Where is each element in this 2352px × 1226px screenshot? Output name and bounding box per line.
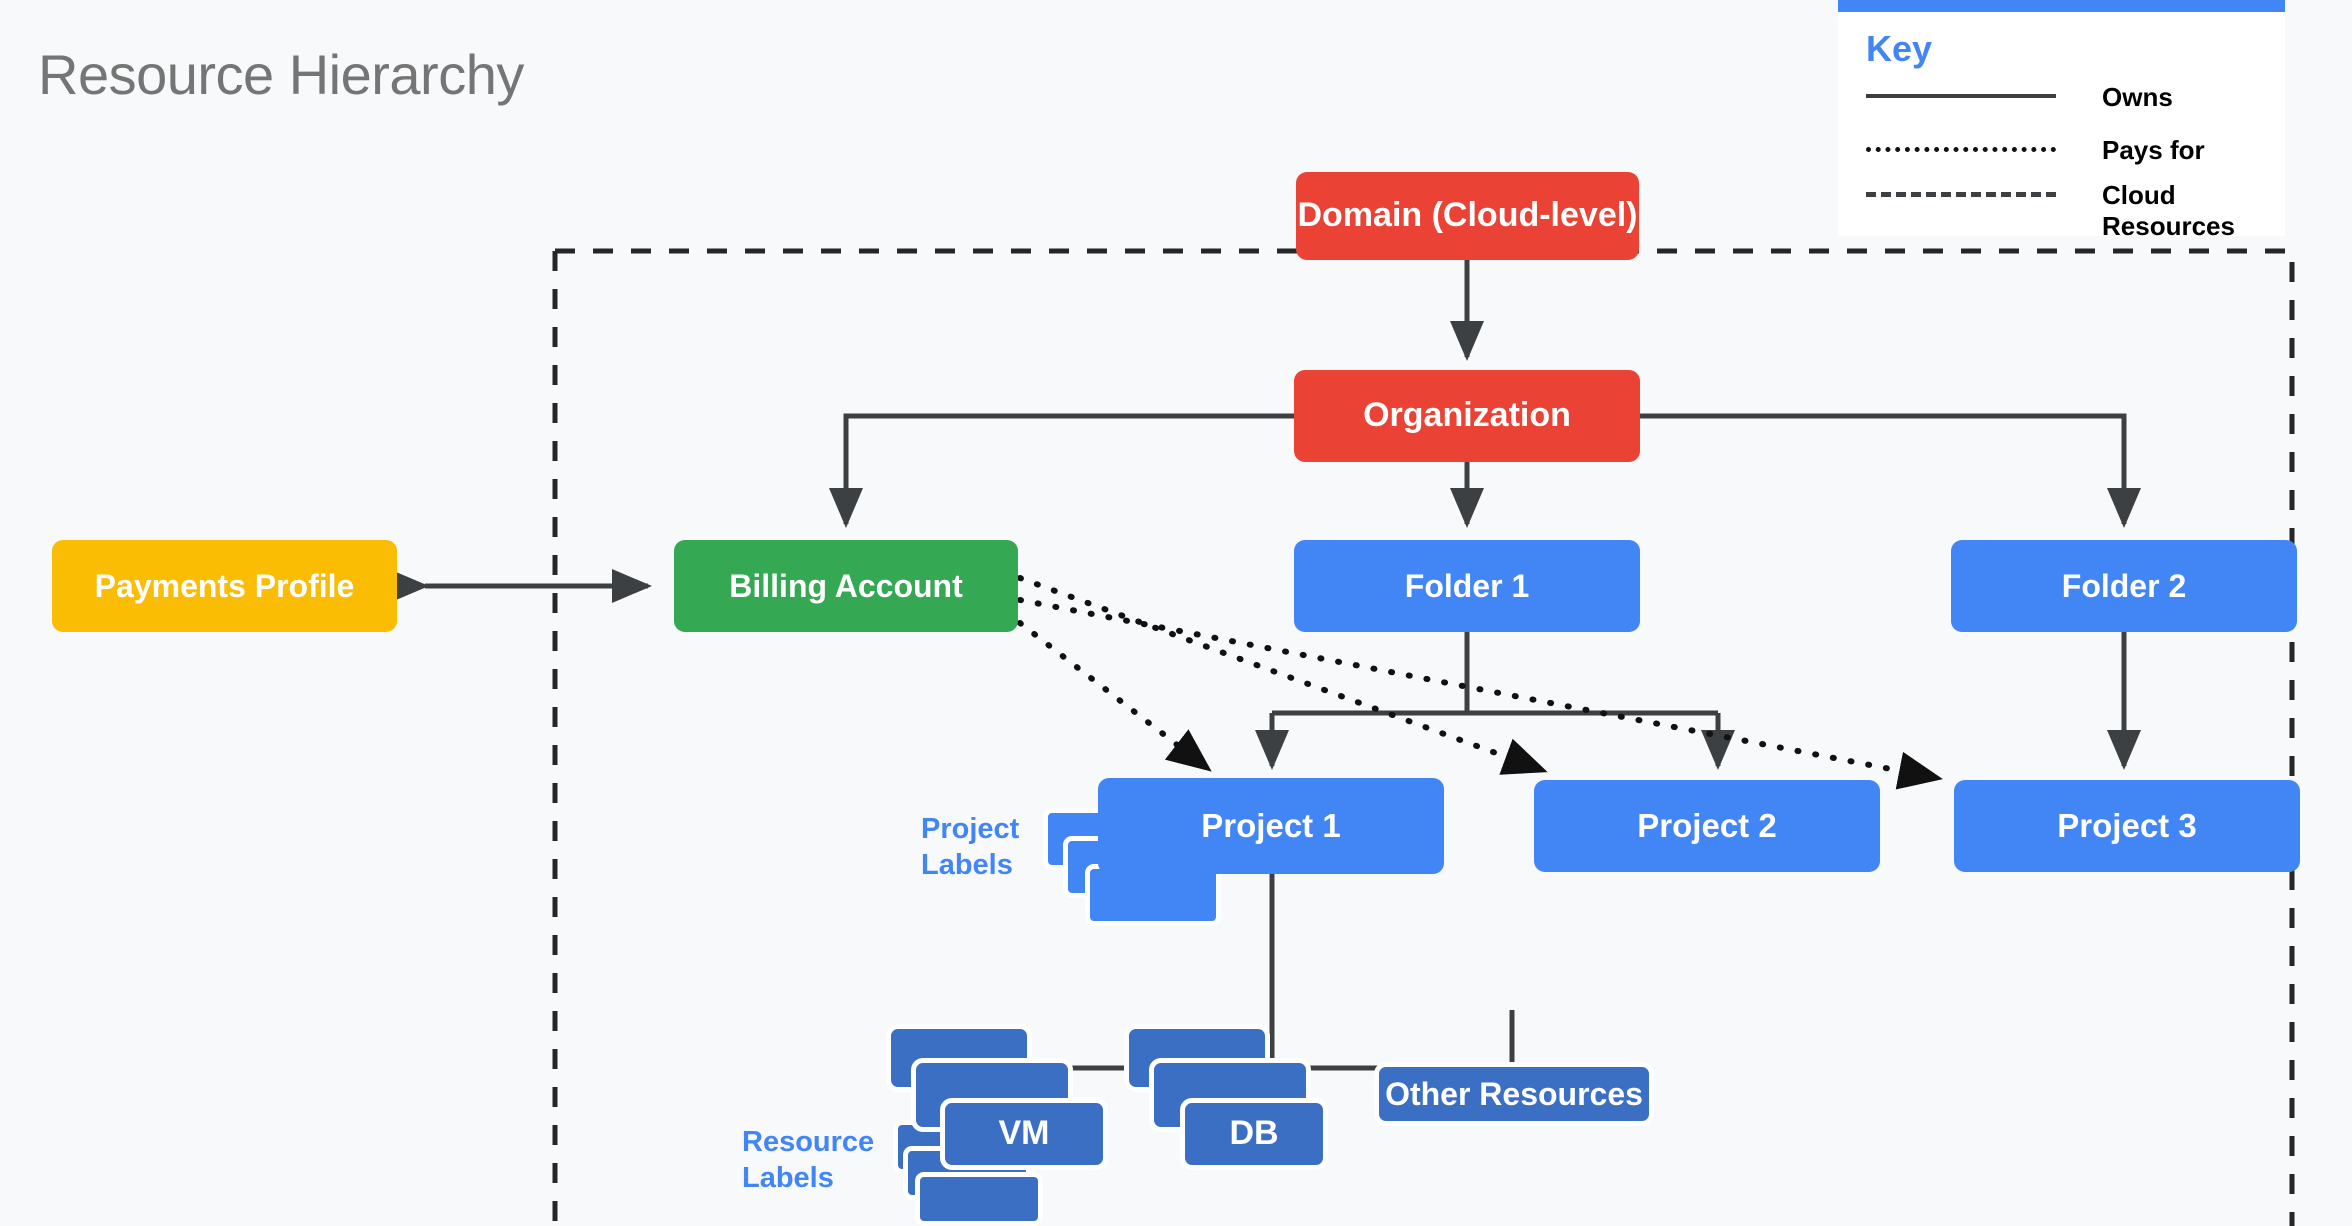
legend-item-label: Owns (2102, 82, 2173, 112)
node-project2[interactable]: Project 2 (1534, 780, 1880, 872)
edge-organization-folder2 (1640, 413, 2141, 529)
node-db[interactable]: DB (1180, 1098, 1328, 1170)
node-folder2[interactable]: Folder 2 (1951, 540, 2297, 632)
node-payments-profile[interactable]: Payments Profile (52, 540, 397, 632)
legend-item-label: Pays for (2102, 135, 2205, 165)
solid-line-icon (1866, 94, 2056, 98)
node-folder1[interactable]: Folder 1 (1294, 540, 1640, 632)
cloud-resources-boundary (552, 248, 2295, 1226)
resource-label-chip-3 (915, 1172, 1043, 1226)
resource-labels-caption: Resource Labels (742, 1126, 875, 1195)
node-project3[interactable]: Project 3 (1954, 780, 2300, 872)
legend-item-label: Cloud Resources (2102, 180, 2235, 241)
legend-accent-bar (1838, 0, 2285, 12)
edge-billing-project1-payment (1017, 620, 1212, 772)
legend-title: Key (1866, 28, 1933, 69)
node-domain[interactable]: Domain (Cloud-level) (1296, 172, 1639, 260)
legend-panel: Key Owns Pays for Cloud Resources (1838, 0, 2285, 241)
legend-item-cloud-resources: Cloud Resources (1866, 180, 2235, 241)
node-vm[interactable]: VM (940, 1098, 1108, 1170)
page-title: Resource Hierarchy (38, 43, 524, 106)
legend-item-owns: Owns (1866, 82, 2173, 113)
node-billing-account[interactable]: Billing Account (674, 540, 1018, 632)
edge-folder1-bus (1272, 632, 1718, 716)
node-project1[interactable]: Project 1 (1098, 778, 1444, 874)
edge-organization-billing (829, 413, 1294, 529)
dotted-line-icon (1866, 147, 2056, 152)
edge-billing-project2-payment (1017, 575, 1548, 775)
node-other-resources[interactable]: Other Resources (1374, 1062, 1654, 1126)
dashed-line-icon (1866, 192, 2056, 197)
project-labels-caption: Project Labels (921, 813, 1020, 882)
node-organization[interactable]: Organization (1294, 370, 1640, 462)
legend-item-pays-for: Pays for (1866, 135, 2205, 166)
edge-billing-project3-payment (1017, 597, 1943, 790)
